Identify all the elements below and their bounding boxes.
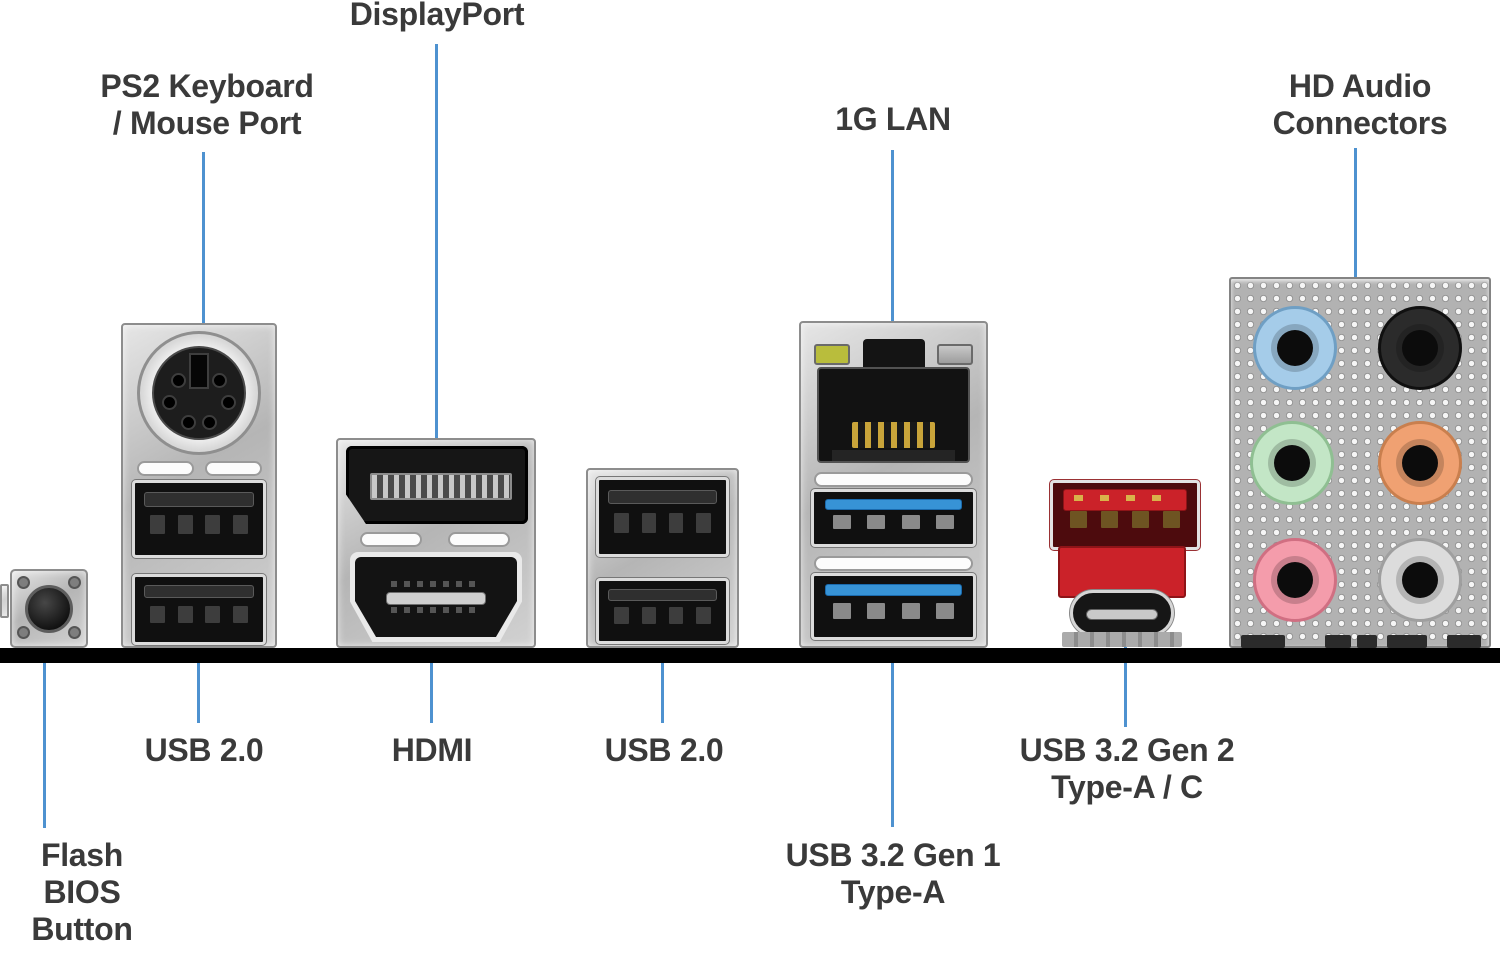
- usb3-gen1-port-top: [811, 489, 976, 547]
- leader-line-usb32-gen2: [1124, 622, 1127, 727]
- leader-line-hdmi: [430, 632, 433, 723]
- flash-bios-button: [10, 569, 88, 648]
- lan-port-step: [832, 449, 955, 461]
- audio-jack-green: [1250, 421, 1334, 505]
- usb-tongue: [825, 583, 962, 597]
- io-panel-edge-bar: [0, 648, 1500, 663]
- usb2-port-bottom-left: [132, 574, 266, 645]
- leader-line-hd-audio: [1354, 148, 1357, 296]
- lan-led-link: [937, 344, 973, 365]
- usb-pins: [833, 514, 954, 529]
- label-flash-bios: Flash BIOS Button: [31, 837, 133, 947]
- leader-line-usb2-left: [197, 633, 200, 723]
- usb2-port-top: [596, 477, 729, 557]
- vent-slot: [360, 532, 422, 547]
- usb2-dual-block: [586, 468, 739, 648]
- hd-audio-panel: [1229, 277, 1491, 648]
- usb-tongue: [1063, 489, 1187, 511]
- ps2-usb2-block: [121, 323, 277, 648]
- usb-tongue: [825, 498, 962, 510]
- ps2-pin-hole: [181, 415, 196, 430]
- screw-icon: [68, 576, 81, 589]
- label-usb32-gen2: USB 3.2 Gen 2 Type-A / C: [1019, 732, 1235, 805]
- displayport-port: [346, 446, 528, 524]
- usb-tongue: [143, 585, 255, 599]
- leader-line-flash-bios: [43, 632, 46, 828]
- audio-jack-gray: [1378, 538, 1462, 622]
- ps2-pin-hole: [171, 373, 186, 388]
- usb3-gen2-type-c-port: [1070, 590, 1174, 636]
- usb2-port-top-left: [132, 480, 266, 558]
- lan-usb3-block: [799, 321, 988, 648]
- panel-tab: [1447, 635, 1481, 648]
- leader-line-displayport: [435, 44, 438, 464]
- vent-slot: [137, 461, 194, 476]
- hdmi-port: [350, 552, 522, 642]
- ps2-port: [137, 331, 261, 455]
- lan-led-activity: [814, 344, 850, 365]
- audio-jack-blue: [1253, 306, 1337, 390]
- usb-tongue: [143, 492, 255, 507]
- leader-line-ps2: [202, 152, 205, 335]
- screw-icon: [17, 576, 30, 589]
- usb-pins: [150, 514, 248, 535]
- audio-jack-pink: [1253, 538, 1337, 622]
- leader-line-usb2-right: [661, 634, 664, 723]
- usbc-mount-base: [1062, 632, 1182, 647]
- label-hd-audio: HD Audio Connectors: [1272, 68, 1448, 141]
- ps2-pin-hole: [221, 395, 236, 410]
- ps2-pin-hole: [162, 395, 177, 410]
- vent-slot: [814, 556, 973, 571]
- usb-pins: [150, 605, 248, 624]
- usb-pins: [833, 602, 954, 620]
- usb-pins: [614, 607, 711, 624]
- leader-line-usb32-gen1: [891, 641, 894, 827]
- usb3-gen2-type-a-port: [1050, 480, 1200, 550]
- panel-tab: [1325, 635, 1351, 648]
- audio-jack-black: [1378, 306, 1462, 390]
- leader-line-lan: [891, 150, 894, 336]
- bracket-tab: [0, 584, 9, 618]
- displayport-slot: [369, 472, 512, 500]
- dp-hdmi-block: [336, 438, 536, 648]
- ps2-key-notch: [189, 353, 209, 389]
- screw-icon: [68, 626, 81, 639]
- panel-tab: [1387, 635, 1427, 648]
- lan-port-pins: [851, 422, 936, 449]
- vent-slot: [814, 472, 973, 487]
- panel-tab: [1241, 635, 1285, 648]
- screw-icon: [17, 626, 30, 639]
- usb-pins: [1070, 511, 1180, 529]
- usb-tongue: [607, 489, 718, 505]
- lan-port: [817, 367, 970, 463]
- usb3-gen1-port-bottom: [811, 573, 976, 640]
- label-1g-lan: 1G LAN: [835, 101, 951, 137]
- usb32-gen2-block: [1048, 480, 1200, 648]
- vent-slot: [448, 532, 510, 547]
- label-displayport: DisplayPort: [349, 0, 525, 32]
- usb2-port-bottom: [596, 578, 729, 644]
- label-ps2-port: PS2 Keyboard / Mouse Port: [100, 68, 314, 141]
- vent-slot: [205, 461, 262, 476]
- audio-jack-orange: [1378, 421, 1462, 505]
- ps2-port-face: [152, 346, 246, 440]
- bios-button-cap: [25, 584, 73, 633]
- hdmi-slot: [385, 592, 487, 605]
- ps2-pin-hole: [202, 415, 217, 430]
- usb-pins: [614, 512, 711, 533]
- usbc-tongue: [1085, 608, 1159, 620]
- panel-tab: [1357, 635, 1377, 648]
- label-hdmi: HDMI: [391, 732, 473, 768]
- label-usb32-gen1: USB 3.2 Gen 1 Type-A: [785, 837, 1001, 910]
- ps2-pin-hole: [212, 373, 227, 388]
- usb-tongue: [607, 588, 718, 601]
- hdmi-port-face: [355, 557, 517, 637]
- label-usb2-right: USB 2.0: [604, 732, 724, 768]
- label-usb2-left: USB 2.0: [144, 732, 264, 768]
